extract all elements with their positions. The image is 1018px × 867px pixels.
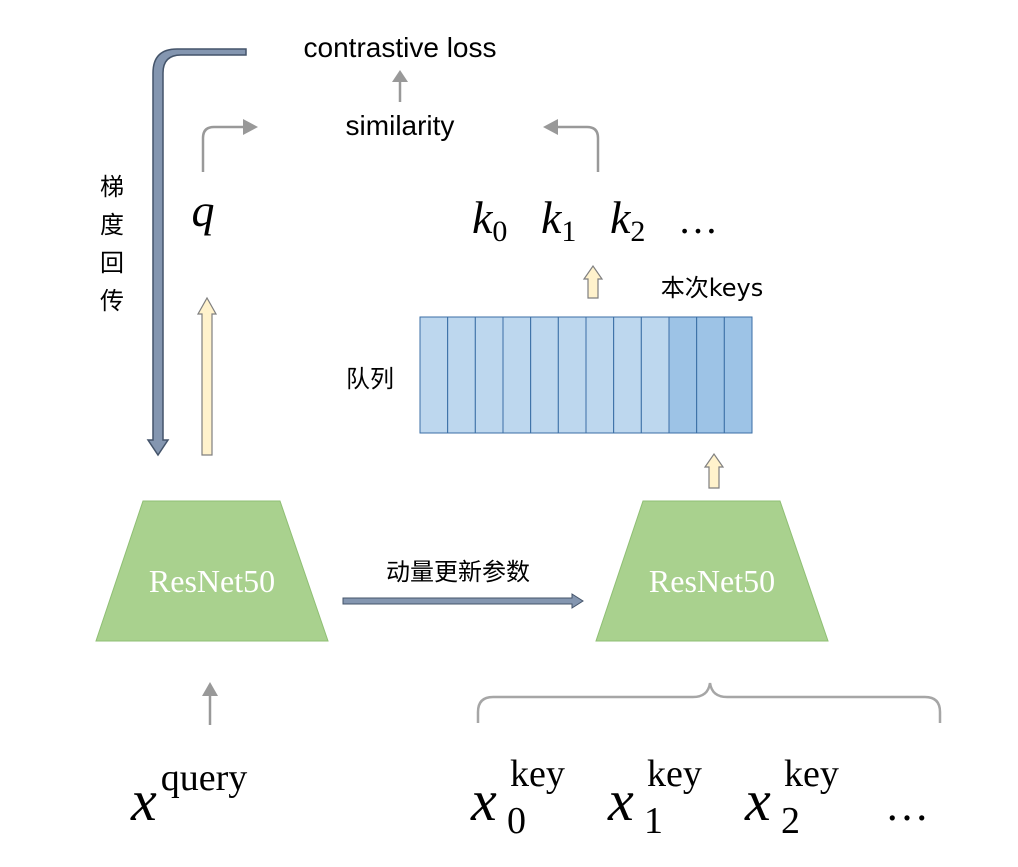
queue-slot	[419, 316, 449, 434]
key-input-2-sup: key	[784, 753, 839, 795]
key-inputs-row: x key 0 x key 1 x key 2 …	[470, 753, 929, 842]
queue-slot-current	[723, 316, 753, 434]
key-input-0-sup: key	[510, 753, 565, 795]
gradient-backprop-label: 梯 度 回 传	[100, 173, 124, 315]
queue-slot	[585, 316, 615, 434]
q-label: q	[192, 185, 215, 236]
key-k0: k0	[472, 192, 507, 248]
keys-row: k0 k1 k2 …	[472, 192, 718, 248]
key-input-1-sup: key	[647, 753, 702, 795]
key-encoder-label: ResNet50	[649, 563, 775, 599]
queue-slot	[613, 316, 642, 434]
keys-ellipsis: …	[678, 197, 718, 242]
momentum-update-label: 动量更新参数	[386, 558, 530, 586]
queue-slot	[447, 316, 476, 434]
contrastive-loss-label: contrastive loss	[304, 32, 497, 63]
q-to-similarity-arrowhead	[243, 119, 258, 135]
momentum-update-arrow	[342, 593, 584, 609]
similarity-label: similarity	[346, 110, 455, 141]
gradient-char: 传	[100, 287, 124, 315]
key-input-1-sub: 1	[644, 800, 663, 842]
queue-label: 队列	[346, 365, 394, 393]
queue	[419, 316, 753, 434]
key-inputs-ellipsis: …	[885, 781, 929, 830]
gradient-char: 回	[100, 249, 124, 277]
query-forward-arrow	[196, 296, 218, 456]
key-input-2-base: x	[744, 768, 771, 833]
queue-slot	[557, 316, 587, 434]
key-forward-arrow	[703, 452, 725, 489]
query-encoder-trapezoid	[95, 500, 329, 642]
key-input-0-sub: 0	[507, 800, 526, 842]
query-encoder-label: ResNet50	[149, 563, 275, 599]
q-to-similarity-arrow	[201, 125, 245, 172]
queue-slot	[474, 316, 504, 434]
key-inputs-brace	[476, 682, 942, 723]
queue-slot	[530, 316, 559, 434]
key-k2: k2	[610, 192, 645, 248]
gradient-char: 梯	[100, 173, 124, 201]
queue-to-keys-arrow	[582, 264, 604, 299]
queue-slot	[640, 316, 670, 434]
queue-slot	[502, 316, 532, 434]
keys-to-similarity-arrow	[556, 125, 600, 172]
current-keys-label: 本次keys	[661, 274, 764, 302]
queue-slot-current	[668, 316, 698, 434]
key-encoder-trapezoid	[595, 500, 829, 642]
query-input-arrowhead	[202, 682, 218, 696]
gradient-char: 度	[100, 211, 124, 239]
similarity-to-loss-arrowhead	[392, 70, 408, 82]
keys-to-similarity-arrowhead	[543, 119, 558, 135]
key-input-0-base: x	[470, 768, 497, 833]
gradient-backprop-arrow	[146, 48, 247, 457]
key-input-2-sub: 2	[781, 800, 800, 842]
key-input-1-base: x	[607, 768, 634, 833]
key-k1: k1	[541, 192, 576, 248]
queue-slot-current	[696, 316, 725, 434]
